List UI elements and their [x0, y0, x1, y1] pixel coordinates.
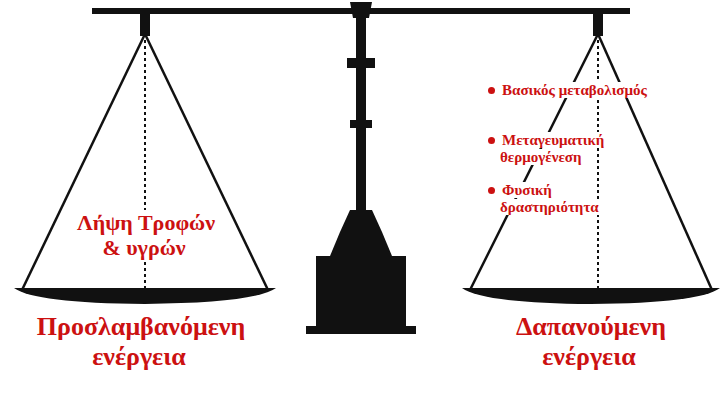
- left-hook: [140, 12, 150, 36]
- right-hook: [593, 12, 603, 36]
- pillar-collar: [347, 58, 375, 68]
- pivot-knob: [350, 2, 372, 18]
- expenditure-item: Φυσική δραστηριότητα: [486, 182, 650, 215]
- side-title: Προσλαμβανόμενη ενέργεια: [5, 312, 275, 372]
- label-text: Μεταγευματική θερμογένεση: [500, 132, 604, 165]
- left-strings: [22, 34, 268, 290]
- pillar: [356, 16, 366, 216]
- right-pan: [462, 288, 720, 304]
- label-text: Βασικός μεταβολισμός: [500, 82, 649, 98]
- bullet-dot: [488, 87, 495, 94]
- base-block: [316, 256, 406, 330]
- expenditure-item: Βασικός μεταβολισμός: [486, 82, 650, 99]
- pillar-ring: [350, 120, 372, 128]
- label-text: Φυσική δραστηριότητα: [500, 182, 601, 215]
- expenditure-item: Μεταγευματική θερμογένεση: [486, 132, 650, 165]
- base-foot: [306, 326, 416, 334]
- bullet-dot: [488, 137, 495, 144]
- bullet-dot: [488, 187, 495, 194]
- label-text: Δαπανούμενη ενέργεια: [514, 312, 666, 371]
- base-neck: [330, 210, 392, 256]
- right-strings: [470, 34, 712, 290]
- label-text: Λήψη Τροφών & υγρών: [75, 210, 215, 260]
- intake-label: Λήψη Τροφών & υγρών: [70, 210, 220, 261]
- label-text: Προσλαμβανόμενη ενέργεια: [35, 312, 245, 371]
- left-pan: [14, 288, 276, 304]
- side-title: Δαπανούμενη ενέργεια: [465, 312, 715, 372]
